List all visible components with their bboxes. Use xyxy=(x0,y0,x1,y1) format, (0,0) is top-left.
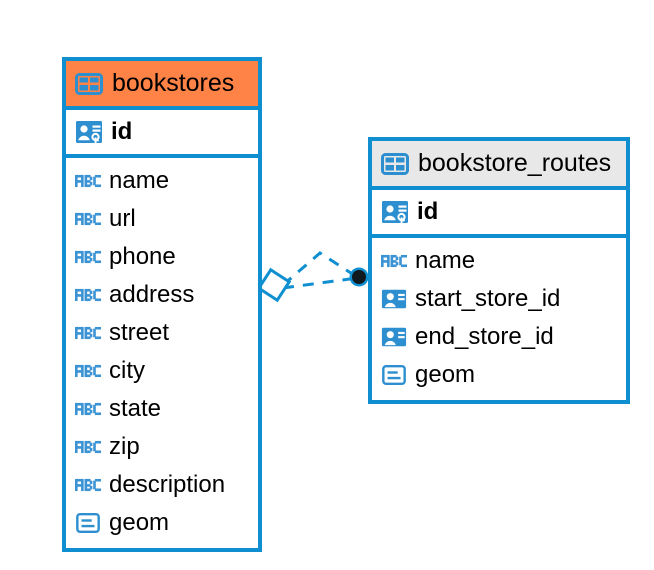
field-row[interactable]: start_store_id xyxy=(372,280,626,318)
field-label: geom xyxy=(415,361,476,388)
geometry-field-icon xyxy=(76,512,100,534)
primary-key-section: id xyxy=(372,186,626,238)
text-field-icon xyxy=(75,250,101,264)
field-list: name url phone address street city state zip des… xyxy=(66,158,258,548)
primary-key-icon xyxy=(382,201,408,224)
field-label: zip xyxy=(109,433,140,460)
field-row[interactable]: street xyxy=(66,314,258,352)
field-label: city xyxy=(109,357,145,384)
field-row-primary-key[interactable]: id xyxy=(66,110,258,154)
table-icon xyxy=(75,72,103,95)
field-row[interactable]: zip xyxy=(66,428,258,466)
text-field-icon xyxy=(75,478,101,492)
text-field-icon xyxy=(381,254,407,268)
field-row[interactable]: address xyxy=(66,276,258,314)
entity-header[interactable]: bookstore_routes xyxy=(372,141,626,186)
field-label: start_store_id xyxy=(415,285,561,312)
text-field-icon xyxy=(75,364,101,378)
text-field-icon xyxy=(75,212,101,226)
field-row[interactable]: description xyxy=(66,466,258,504)
field-label: id xyxy=(417,198,439,225)
entity-header[interactable]: bookstores xyxy=(66,61,258,106)
primary-key-icon xyxy=(76,121,102,144)
field-label: name xyxy=(415,247,476,274)
field-label: name xyxy=(109,167,170,194)
field-label: id xyxy=(111,118,133,145)
field-row[interactable]: phone xyxy=(66,238,258,276)
text-field-icon xyxy=(75,174,101,188)
filled-circle-marker xyxy=(349,267,369,287)
field-row[interactable]: name xyxy=(66,162,258,200)
field-label: end_store_id xyxy=(415,323,554,350)
primary-key-section: id xyxy=(66,106,258,158)
field-label: state xyxy=(109,395,162,422)
foreign-key-icon xyxy=(381,289,407,309)
relationship-line-lower xyxy=(282,276,358,290)
field-row[interactable]: geom xyxy=(372,356,626,394)
text-field-icon xyxy=(75,288,101,302)
geometry-field-icon xyxy=(382,364,406,386)
field-label: url xyxy=(109,205,136,232)
field-label: street xyxy=(109,319,170,346)
field-row[interactable]: name xyxy=(372,242,626,280)
text-field-icon xyxy=(75,326,101,340)
entity-title: bookstores xyxy=(112,69,235,97)
field-row-primary-key[interactable]: id xyxy=(372,190,626,234)
field-label: phone xyxy=(109,243,176,270)
relationship-line-upper xyxy=(282,251,358,287)
field-row[interactable]: state xyxy=(66,390,258,428)
field-row[interactable]: url xyxy=(66,200,258,238)
text-field-icon xyxy=(75,440,101,454)
entity-title: bookstore_routes xyxy=(418,149,612,177)
text-field-icon xyxy=(75,402,101,416)
field-row[interactable]: city xyxy=(66,352,258,390)
field-label: geom xyxy=(109,509,170,536)
field-row[interactable]: geom xyxy=(66,504,258,542)
foreign-key-icon xyxy=(381,327,407,347)
field-row[interactable]: end_store_id xyxy=(372,318,626,356)
table-icon xyxy=(381,152,409,175)
field-label: description xyxy=(109,471,226,498)
field-label: address xyxy=(109,281,195,308)
entity-table-bookstores[interactable]: bookstores id name url phone address street xyxy=(62,57,262,552)
